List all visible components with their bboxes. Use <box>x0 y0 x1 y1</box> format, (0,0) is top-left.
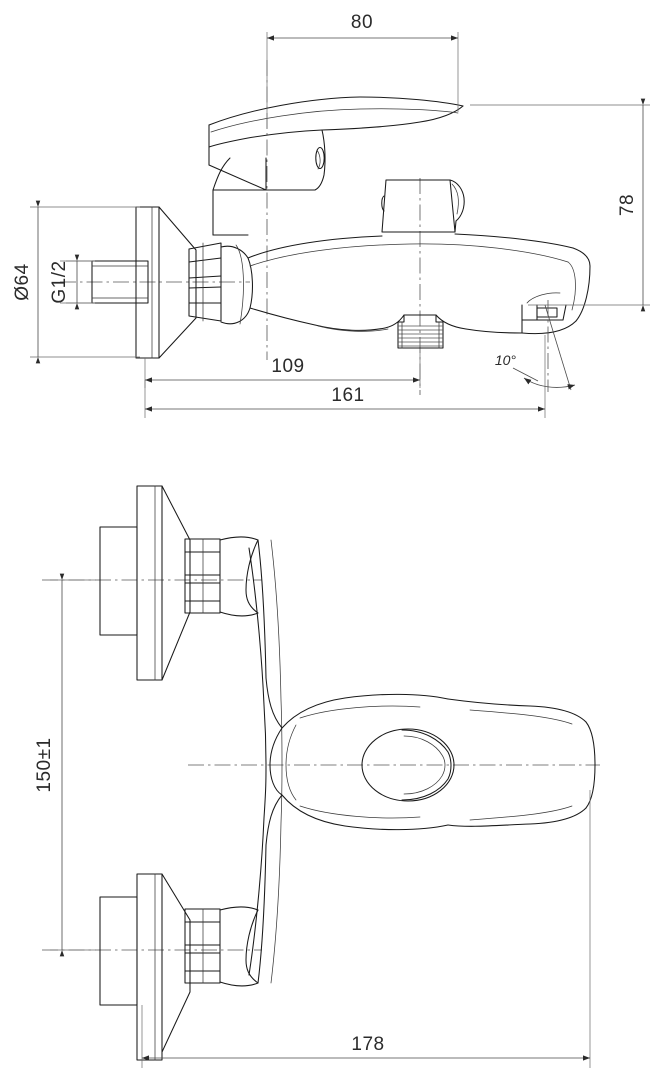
side-view <box>60 60 591 395</box>
dimension-label-g12: G1/2 <box>49 260 70 303</box>
dimension-178: 178 <box>141 790 591 1068</box>
dimension-label-80: 80 <box>351 12 373 33</box>
dimension-label-150: 150±1 <box>34 737 55 792</box>
dimension-150: 150±1 <box>34 573 96 957</box>
dimension-label-10deg: 10° <box>495 352 517 368</box>
dimension-80: 80 <box>266 12 459 128</box>
diverter-knob <box>381 179 465 233</box>
dimension-label-178: 178 <box>351 1034 384 1055</box>
spout-front <box>361 698 596 827</box>
dimension-label-d64: Ø64 <box>12 263 33 300</box>
dimension-78: 78 <box>470 98 650 312</box>
dimension-label-161: 161 <box>331 385 364 406</box>
dimension-d64: Ø64 <box>12 200 140 364</box>
dimension-g12: G1/2 <box>49 254 95 310</box>
inlet-hex-nut <box>188 242 222 322</box>
shower-outlet-thread <box>397 314 444 349</box>
cartridge-housing <box>269 693 449 831</box>
upper-inlet-assembly <box>99 485 259 681</box>
lever-handle <box>208 96 464 191</box>
side-view-dimensions: 80 78 Ø64 G1/2 109 <box>12 12 650 418</box>
dimension-label-109: 109 <box>271 356 304 377</box>
mixer-body <box>212 157 267 236</box>
mixer-body-front <box>248 539 283 984</box>
dimension-161: 161 <box>144 335 546 418</box>
body-inlet-taper <box>220 244 253 325</box>
wall-escutcheon <box>135 206 197 359</box>
dimension-109: 109 <box>144 350 421 388</box>
front-view-dimensions: 150±1 178 <box>34 573 591 1068</box>
spout-outlet-aerator <box>521 292 567 334</box>
front-view <box>42 485 600 1061</box>
dimension-10deg: 10° <box>495 300 576 392</box>
spout <box>247 233 591 335</box>
dimension-label-78: 78 <box>617 194 638 216</box>
